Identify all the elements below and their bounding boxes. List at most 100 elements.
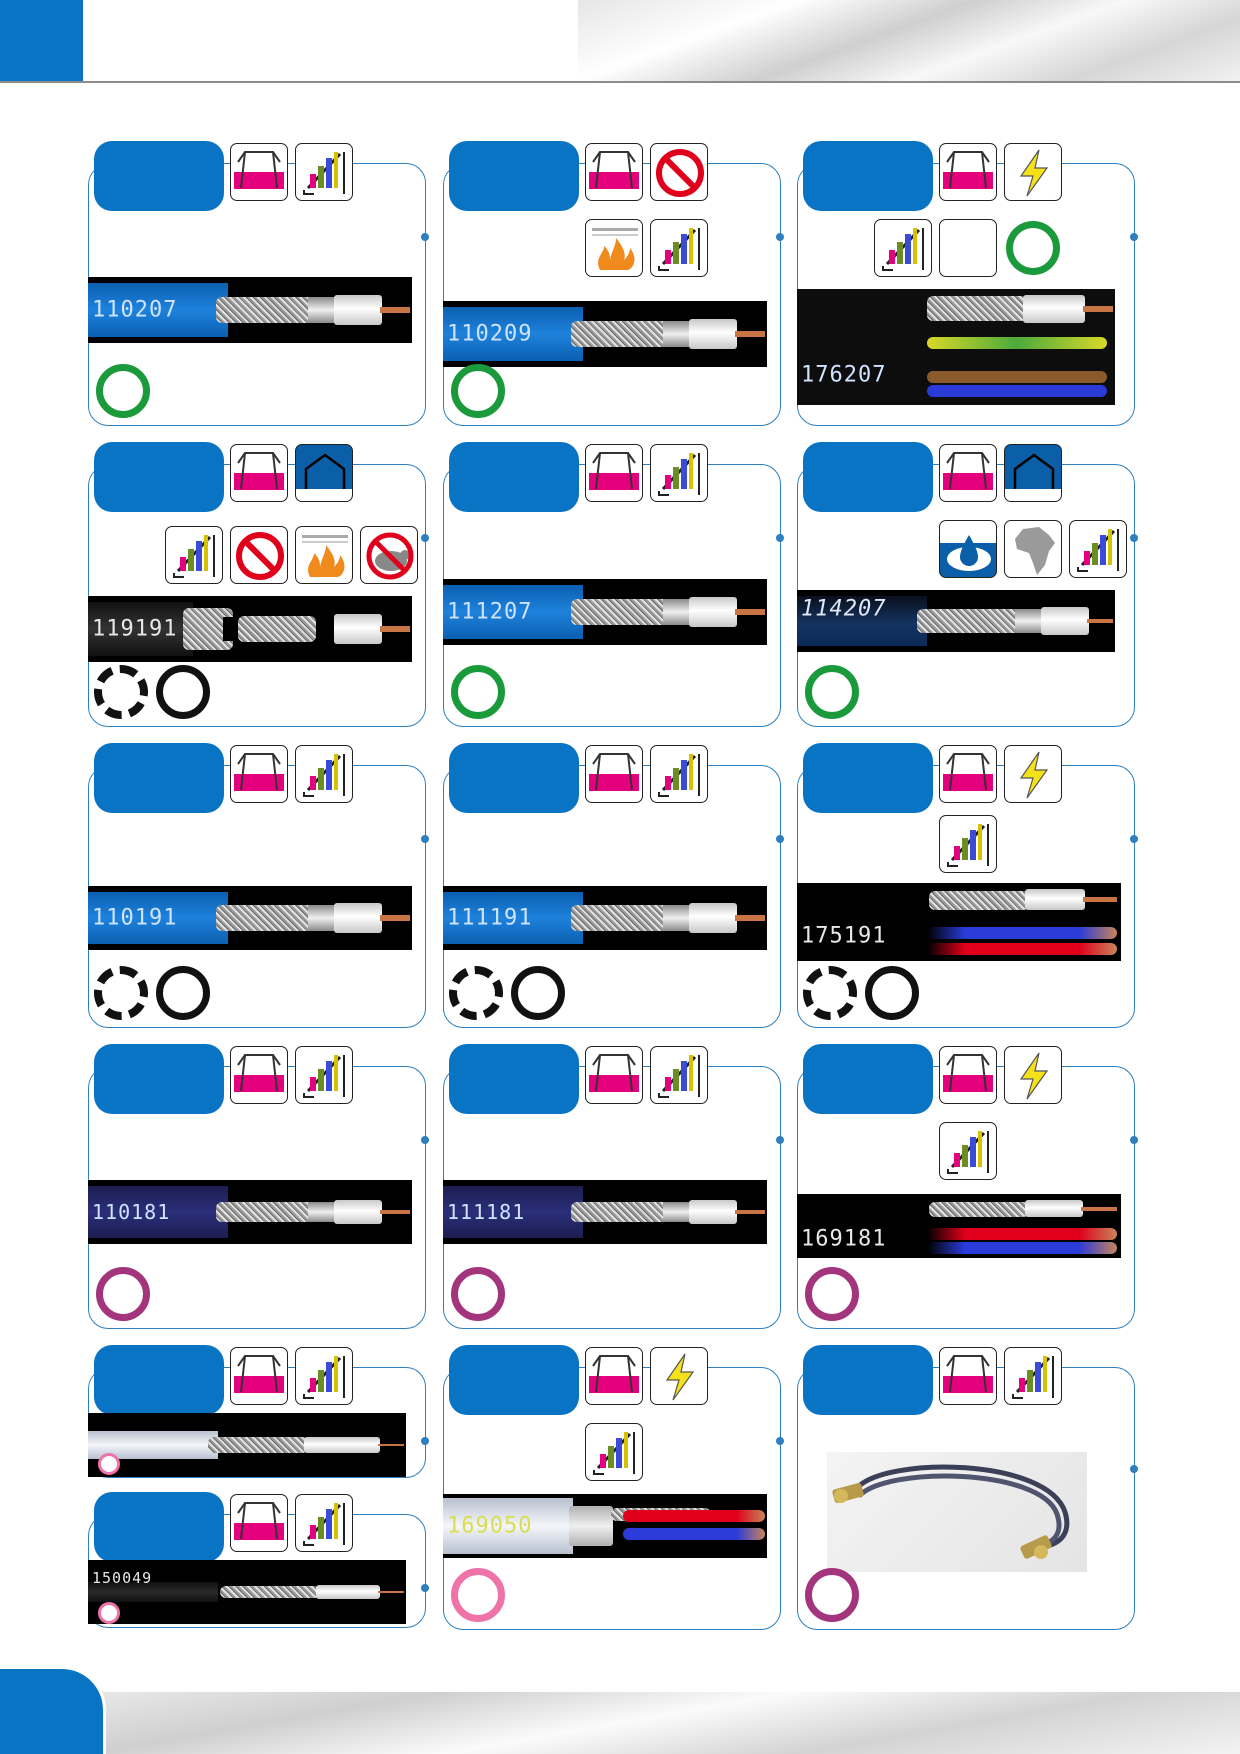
cable-image (88, 1413, 406, 1477)
product-label (803, 743, 933, 813)
product-label (94, 1492, 224, 1562)
dashed-black-ring (94, 665, 148, 719)
product-label (94, 743, 224, 813)
product-card: 111181 (443, 1044, 784, 1329)
frame-dot (421, 835, 429, 843)
purple-ring (805, 1568, 859, 1622)
frame-dot (776, 233, 784, 241)
black-ring (156, 966, 210, 1020)
product-label (803, 1345, 933, 1415)
product-label (449, 1345, 579, 1415)
green-ring (96, 364, 150, 418)
header-rule (0, 81, 1240, 83)
attenuation-icon (230, 1494, 288, 1552)
frequency-chart-icon (295, 1494, 353, 1552)
cable-image: 110207 (88, 277, 412, 343)
house-icon (295, 444, 353, 502)
purple-ring (805, 1267, 859, 1321)
attenuation-icon (939, 1046, 997, 1104)
cable-code: 111207 (447, 599, 533, 625)
footer-tab (0, 1666, 106, 1754)
cable-image: 110209 (443, 301, 767, 367)
lightning-icon (1004, 1046, 1062, 1104)
patch-cable-photo (827, 1452, 1087, 1572)
frequency-chart-icon (295, 1046, 353, 1104)
pink-ring (98, 1453, 120, 1475)
frequency-chart-icon (295, 143, 353, 201)
product-label (803, 442, 933, 512)
product-card: 110209 (443, 141, 784, 426)
cable-image: 111207 (443, 579, 767, 645)
product-card: 110207 (88, 141, 429, 426)
purple-ring (451, 1267, 505, 1321)
lightning-icon (1004, 143, 1062, 201)
cable-image: 111181 (443, 1180, 767, 1244)
product-label (449, 141, 579, 211)
product-card: 110191 (88, 743, 429, 1028)
product-card (797, 1345, 1138, 1630)
flame-icon (295, 526, 353, 584)
cable-image: 175191 (797, 883, 1121, 961)
product-label (449, 1044, 579, 1114)
no-halogen-icon (230, 526, 288, 584)
green-ring (1006, 221, 1060, 275)
black-ring (156, 665, 210, 719)
cable-image: 119191 (88, 596, 412, 662)
frame-dot (1130, 534, 1138, 542)
frequency-chart-icon (939, 815, 997, 873)
cable-image: 176207 (797, 289, 1115, 405)
attenuation-icon (230, 143, 288, 201)
cable-code: 110181 (92, 1200, 171, 1224)
product-card: 119191 (88, 442, 429, 727)
product-card: 169050 (443, 1345, 784, 1630)
header-tab (0, 0, 83, 82)
frame-dot (421, 534, 429, 542)
attenuation-icon (939, 143, 997, 201)
frequency-chart-icon (939, 1122, 997, 1180)
frequency-chart-icon (650, 219, 708, 277)
cable-code: 110209 (447, 321, 533, 347)
green-ring (805, 665, 859, 719)
green-ring (451, 364, 505, 418)
cable-code: 169050 (447, 1513, 533, 1539)
header-cable-banner (578, 0, 1240, 82)
cable-image: 110181 (88, 1180, 412, 1244)
attenuation-icon (939, 745, 997, 803)
lightning-icon (1004, 745, 1062, 803)
attenuation-icon (230, 444, 288, 502)
attenuation-icon (230, 1046, 288, 1104)
product-label (449, 442, 579, 512)
product-card: 114207 (797, 442, 1138, 727)
frequency-chart-icon (874, 219, 932, 277)
rodent-icon (360, 526, 418, 584)
cable-code: 110207 (92, 297, 178, 323)
cable-image: 114207 (797, 590, 1115, 652)
cable-image: 169181 (797, 1194, 1121, 1258)
flame-icon (585, 219, 643, 277)
frame-dot (1130, 1136, 1138, 1144)
frame-dot (1130, 1465, 1138, 1473)
product-label (803, 1044, 933, 1114)
product-card: 150049 (88, 1492, 429, 1628)
footer-cable-banner (0, 1692, 1240, 1754)
frequency-chart-icon (650, 745, 708, 803)
product-label (94, 1345, 224, 1415)
frame-dot (776, 534, 784, 542)
black-ring (511, 966, 565, 1020)
africa-map-icon (1004, 520, 1062, 578)
product-label (94, 141, 224, 211)
cable-image: 150049 (88, 1560, 406, 1624)
purple-ring (96, 1267, 150, 1321)
attenuation-icon (585, 444, 643, 502)
cable-code: 111181 (447, 1200, 526, 1224)
attenuation-icon (939, 444, 997, 502)
frequency-chart-icon (650, 1046, 708, 1104)
cable-code: 111191 (447, 905, 533, 931)
cable-image: 169050 (443, 1494, 767, 1558)
product-card: 169181 (797, 1044, 1138, 1329)
frame-dot (776, 1437, 784, 1445)
cable-image: 111191 (443, 886, 767, 950)
attenuation-icon (230, 745, 288, 803)
green-ring (451, 665, 505, 719)
product-label (803, 141, 933, 211)
